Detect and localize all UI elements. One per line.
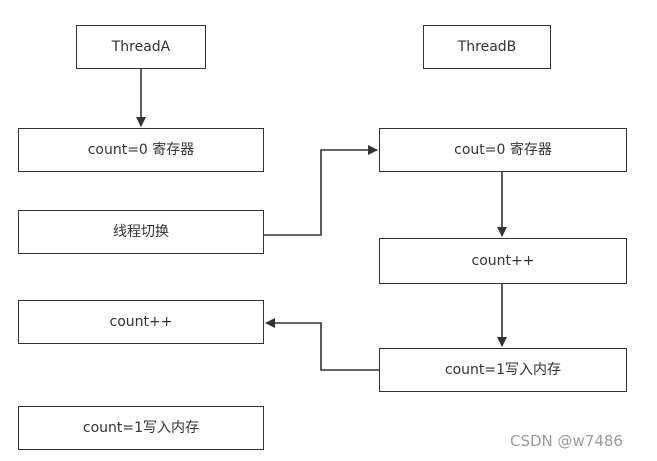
node-b-increment: count++	[379, 238, 627, 284]
watermark-text: CSDN @w7486	[510, 432, 623, 450]
node-a-thread-switch: 线程切换	[18, 210, 264, 254]
node-b-write-memory: count=1写入内存	[379, 348, 627, 392]
edge-a2-to-b1	[264, 145, 378, 236]
node-b-register-read: cout=0 寄存器	[379, 128, 627, 172]
node-thread-b: ThreadB	[423, 25, 551, 69]
node-a-write-memory: count=1写入内存	[18, 406, 264, 450]
node-a-register-read: count=0 寄存器	[18, 128, 264, 172]
node-a-increment: count++	[18, 300, 264, 344]
edge-b3-to-a3	[265, 318, 379, 371]
node-thread-a: ThreadA	[76, 25, 206, 69]
